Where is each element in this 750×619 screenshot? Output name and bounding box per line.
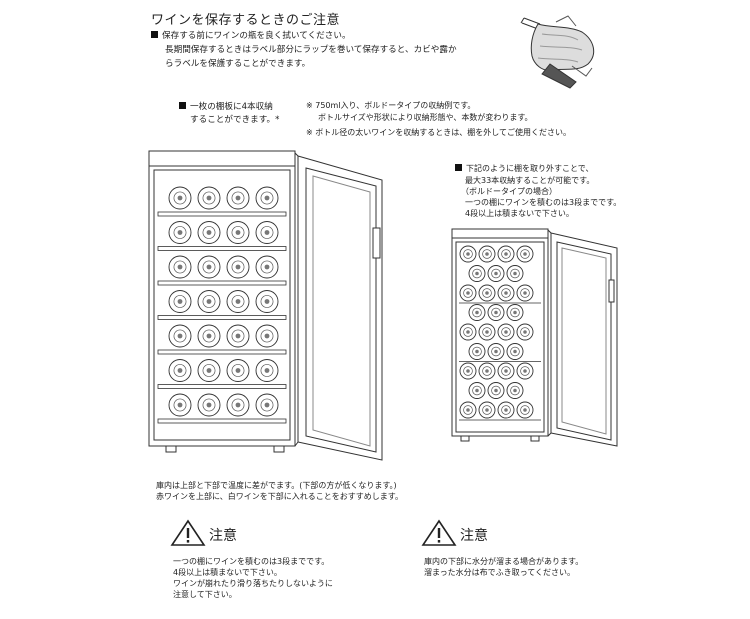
bullet-square-icon [179,102,186,109]
caution-right-title: 注意 [460,528,488,544]
intro-line-1: 保存する前にワインの瓶を良く拭いてください。 [151,30,351,43]
shelf [157,246,287,251]
footnote-2: ※ ボトル径の太いワインを収納するときは、棚を外してご使用ください。 [306,128,572,137]
wrapped-bottle-icon [520,15,595,89]
caution-left-line-1: 一つの棚にワインを積むのは3段までです。 [173,557,330,566]
bullet-square-icon [455,164,462,171]
warning-triangle-icon [170,519,206,546]
removal-line-4: 一つの棚にワインを積むのは3段までです。 [465,198,622,207]
capacity-line-1: 一枚の棚板に4本収納 [179,101,273,114]
footnote-1b: ボトルサイズや形状により収納形態や、本数が変わります。 [318,113,533,122]
caution-right-line-2: 溜まった水分は布でふき取ってください。 [424,568,576,577]
temperature-line-1: 庫内は上部と下部で温度に差がでます。(下部の方が低くなります。) [156,481,397,490]
shelf [157,384,287,389]
caution-left-title: 注意 [209,528,237,544]
shelf [157,211,287,217]
caution-left-line-2: 4段以上は積まないで下さい。 [173,568,282,577]
shelf [157,315,287,320]
intro-line-3: らラベルを保護することができます。 [165,59,311,69]
shelf [157,418,287,424]
removal-line-3: （ボルドータイプの場合） [461,187,557,196]
footnote-1: ※ 750ml入り、ボルドータイプの収納例です。 [306,101,476,110]
removal-line-5: 4段以上は積まないで下さい。 [465,209,574,218]
wine-cellar-without-shelves-illustration [451,228,618,447]
warning-triangle-icon [421,519,457,546]
page-title: ワインを保存するときのご注意 [151,13,341,28]
caution-left-line-4: 注意して下さい。 [173,590,237,599]
capacity-line-2: することができます。* [190,115,280,125]
caution-left-line-3: ワインが崩れたり滑り落ちたりしないように [173,579,333,588]
bullet-square-icon [151,31,158,38]
removal-line-2: 最大33本収納することが可能です。 [465,176,595,185]
caution-right-line-1: 庫内の下部に水分が溜まる場合があります。 [424,557,584,566]
removal-line-1: 下記のように棚を取り外すことで、 [455,163,593,175]
intro-line-2: 長期間保存するときはラベル部分にラップを巻いて保存すると、カビや露か [165,45,457,55]
shelf [157,349,287,355]
wine-cellar-with-shelves-illustration [148,150,383,461]
shelf [157,280,287,286]
temperature-line-2: 赤ワインを上部に、白ワインを下部に入れることをおすすめします。 [156,492,403,501]
